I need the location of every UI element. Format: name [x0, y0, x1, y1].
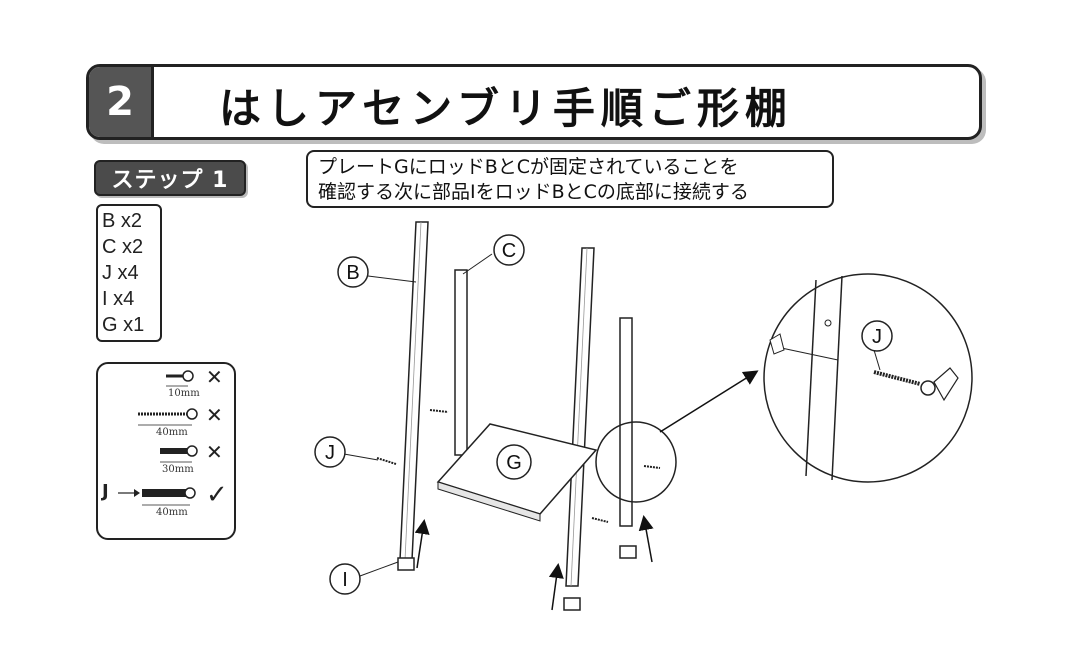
label-j-detail-text: J: [872, 326, 882, 348]
step-number-box: 2: [89, 67, 154, 137]
leader-j-detail: [873, 349, 881, 371]
arrow-up-right: [638, 515, 654, 563]
label-j-detail: J: [861, 320, 893, 352]
instruction-line-2: 確認する次に部品IをロッドBとCの底部に接続する: [318, 181, 749, 203]
screw-c-left: [429, 409, 449, 413]
step-number: 2: [106, 79, 134, 125]
screw-panel: 10mm ✕ 40mm ✕ 30mm ✕ J 40mm ✓: [96, 362, 236, 540]
label-j-text: J: [325, 442, 335, 464]
screw-reject-mark: ✕: [206, 440, 223, 464]
screw-c-right: [643, 465, 661, 469]
arrow-up-left: [414, 519, 430, 569]
leader-j: [343, 453, 379, 461]
screw-40mm-icon: [138, 408, 198, 426]
foot-i-left: [397, 557, 415, 571]
rod-b-right: [565, 247, 595, 587]
screw-size-40mm: 40mm: [156, 427, 188, 438]
screw-reject-mark: ✕: [206, 403, 223, 427]
page-title: はしアセンブリ手順ご形棚: [219, 84, 793, 133]
screw-j-label: J: [102, 481, 109, 502]
screw-accept-check: ✓: [206, 480, 228, 510]
rod-b-left: [399, 221, 429, 561]
parts-item-c: C x2: [102, 236, 144, 258]
label-b-text: B: [346, 262, 359, 284]
zoom-arrow: [659, 370, 759, 433]
parts-list: B x2 C x2 J x4 I x4 G x1: [96, 204, 162, 342]
label-c-text: C: [502, 240, 516, 262]
title-banner: 2 はしアセンブリ手順ご形棚: [86, 64, 982, 140]
zoom-circle: [595, 421, 677, 503]
screw-reject-mark: ✕: [206, 365, 223, 389]
screw-size-30mm: 30mm: [162, 464, 194, 475]
parts-item-b: B x2: [102, 210, 143, 232]
label-g: G: [496, 444, 532, 480]
label-j: J: [314, 436, 346, 468]
label-i-text: I: [342, 569, 348, 591]
rod-c-left: [454, 269, 468, 456]
screw-illustrations: [118, 370, 198, 506]
label-g-text: G: [506, 452, 522, 474]
screw-b-right: [591, 517, 609, 523]
detail-view: [763, 273, 973, 483]
instruction-callout: プレートGにロッドBとCが固定されていることを 確認する次に部品IをロッドBとC…: [306, 150, 834, 208]
screw-size-10mm: 10mm: [168, 388, 200, 399]
parts-item-i: I x4: [102, 288, 135, 310]
foot-i-mid: [563, 597, 581, 611]
leader-i: [359, 561, 399, 577]
screw-30mm-icon: [160, 445, 198, 463]
label-c: C: [493, 234, 525, 266]
step-badge: ステップ 1: [94, 160, 246, 196]
screw-size-j-40mm: 40mm: [156, 507, 188, 518]
parts-item-j: J x4: [102, 262, 139, 284]
arrow-up-mid: [548, 563, 564, 611]
instruction-line-1: プレートGにロッドBとCが固定されていることを: [318, 156, 739, 178]
label-i: I: [329, 563, 361, 595]
parts-item-g: G x1: [102, 314, 145, 336]
screw-10mm-icon: [166, 370, 194, 387]
screw-j-left: [376, 457, 397, 465]
leader-b: [367, 275, 417, 283]
screw-j-icon: [118, 487, 196, 506]
label-b: B: [337, 256, 369, 288]
leader-c: [462, 253, 493, 275]
foot-i-right: [619, 545, 637, 559]
